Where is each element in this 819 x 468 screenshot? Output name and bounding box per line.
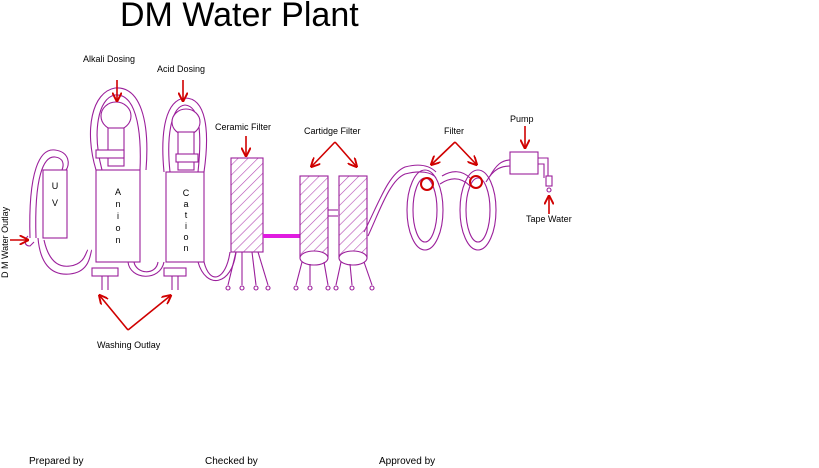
pump xyxy=(509,151,553,193)
uv-unit-label: U V xyxy=(51,181,59,208)
filter-ring-2 xyxy=(469,175,483,189)
tape-water-label: Tape Water xyxy=(526,214,572,224)
filter-ring-1 xyxy=(420,177,434,191)
approved-by-label: Approved by xyxy=(379,456,436,467)
dm-water-outlay-label: D M Water Outlay xyxy=(0,206,10,278)
acid-dosing-label: Acid Dosing xyxy=(157,64,206,74)
washing-arrow-left xyxy=(100,296,129,331)
cartridge-filter-2 xyxy=(333,175,375,291)
filter-label: Filter xyxy=(444,126,464,136)
washing-arrow-right xyxy=(127,296,170,331)
anion-label: A n i o n xyxy=(114,187,121,245)
diagram-title: DM Water Plant xyxy=(120,0,359,34)
uv-unit xyxy=(24,169,68,247)
ceramic-filter xyxy=(225,157,271,291)
cartridge-arrow-right xyxy=(334,141,356,166)
cartridge-filter-label: Cartidge Filter xyxy=(304,126,361,136)
prepared-by-label: Prepared by xyxy=(29,456,84,467)
ceramic-filter-label: Ceramic Filter xyxy=(215,122,272,132)
indicator-arrows xyxy=(10,80,549,331)
filter-arrow-right xyxy=(454,141,476,164)
checked-by-label: Checked by xyxy=(205,456,258,467)
anion-vessel xyxy=(91,101,141,290)
connector-bar xyxy=(263,234,300,238)
washing-outlay-label: Washing Outlay xyxy=(97,340,161,350)
cation-label: C a t i o n xyxy=(182,188,190,253)
alkali-dosing-label: Alkali Dosing xyxy=(83,54,136,64)
pump-label: Pump xyxy=(510,114,534,124)
cation-vessel xyxy=(163,108,205,290)
cartridge-arrow-left xyxy=(312,141,336,166)
filter-arrow-left xyxy=(432,141,456,164)
cartridge-filter-1 xyxy=(293,175,331,291)
